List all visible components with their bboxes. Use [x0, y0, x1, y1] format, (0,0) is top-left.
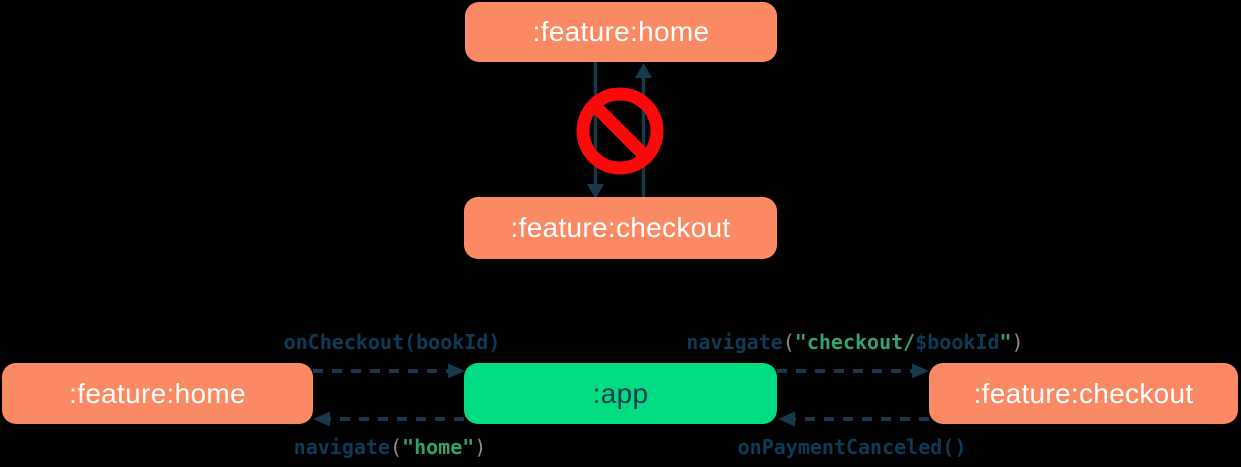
code-text: bookId: [416, 330, 489, 354]
code-text: "home": [402, 435, 475, 459]
module-label: :app: [592, 377, 649, 409]
event-arrow-home-to-app: [313, 363, 465, 379]
dependency-arrow-home-to-checkout: [587, 62, 604, 199]
module-feature-checkout-top: :feature:checkout: [464, 197, 777, 259]
module-label: :feature:home: [69, 377, 246, 409]
code-text: ": [999, 330, 1012, 354]
label-navigate-checkout-call: navigate("checkout/$bookId"): [686, 329, 1023, 355]
code-text: "checkout/: [794, 330, 916, 354]
dependency-arrow-checkout-to-home: [635, 63, 652, 199]
code-text: ): [474, 435, 487, 459]
event-arrow-checkout-to-app: [778, 411, 929, 427]
module-feature-checkout: :feature:checkout: [929, 363, 1238, 424]
label-oncheckout-call: onCheckout(bookId): [284, 329, 501, 355]
label-onpaymentcanceled-call: onPaymentCanceled(): [738, 434, 967, 460]
code-text: ): [488, 330, 501, 354]
module-label: :feature:home: [532, 16, 710, 47]
code-text: onPaymentCanceled(): [737, 435, 967, 459]
code-text: onCheckout(: [283, 330, 417, 354]
code-text: (: [389, 435, 403, 459]
nav-arrow-app-to-home: [313, 411, 464, 427]
nav-arrow-app-to-checkout: [777, 363, 929, 379]
module-app: :app: [464, 363, 777, 424]
module-feature-home-top: :feature:home: [465, 2, 777, 62]
code-text: navigate: [293, 435, 390, 459]
module-label: :feature:checkout: [510, 212, 731, 243]
code-text: $bookId: [915, 330, 1000, 354]
module-feature-home: :feature:home: [2, 363, 313, 424]
code-text: ): [1011, 330, 1024, 354]
label-navigate-home-call: navigate("home"): [294, 434, 487, 460]
code-text: navigate: [686, 330, 783, 354]
no-entry-icon: [576, 87, 664, 175]
module-label: :feature:checkout: [973, 377, 1194, 409]
code-text: (: [782, 330, 795, 354]
